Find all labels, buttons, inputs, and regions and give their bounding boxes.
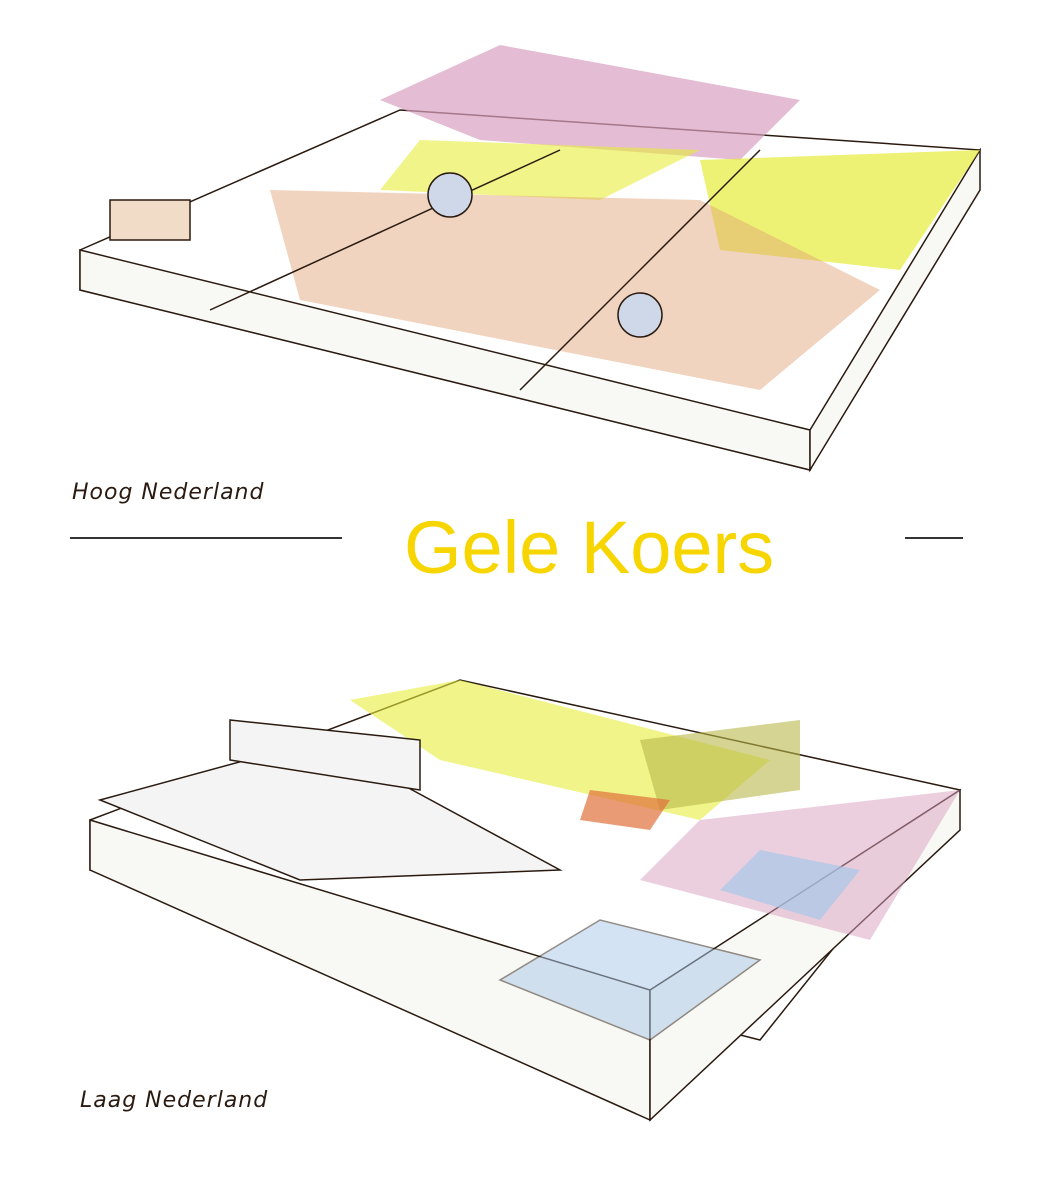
divider-left bbox=[70, 537, 342, 539]
page-title: Gele Koers bbox=[404, 506, 775, 589]
label-hoog-nederland: Hoog Nederland bbox=[72, 480, 265, 505]
divider-right bbox=[905, 537, 963, 539]
hoog-block bbox=[79, 45, 982, 473]
label-laag-nederland: Laag Nederland bbox=[80, 1088, 269, 1113]
laag-block bbox=[89, 679, 962, 1122]
